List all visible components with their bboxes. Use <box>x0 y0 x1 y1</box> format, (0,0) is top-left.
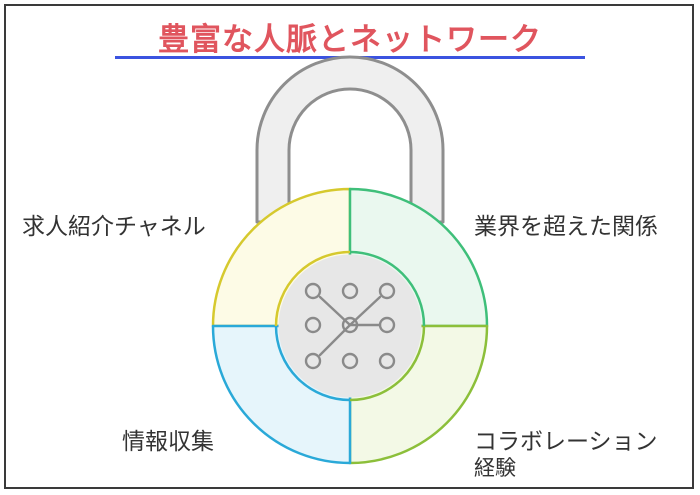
label-recruitment-channels: 求人紹介チャネル <box>22 214 206 240</box>
label-collaboration-line1: コラボレーション <box>474 429 658 455</box>
page-title: 豊富な人脈とネットワーク <box>158 22 542 58</box>
inner-arc-top-right <box>349 250 426 327</box>
inner-arc-bottom-right <box>349 325 426 402</box>
padlock-shackle <box>255 55 445 224</box>
label-cross-industry-relations: 業界を超えた関係 <box>474 214 658 240</box>
label-information-gathering: 情報収集 <box>122 429 214 455</box>
inner-arc-top-left <box>274 250 351 327</box>
label-collaboration-line2: 経験 <box>474 456 516 480</box>
network-pattern-lock-icon <box>304 282 396 370</box>
inner-arc-bottom-left <box>274 325 351 402</box>
